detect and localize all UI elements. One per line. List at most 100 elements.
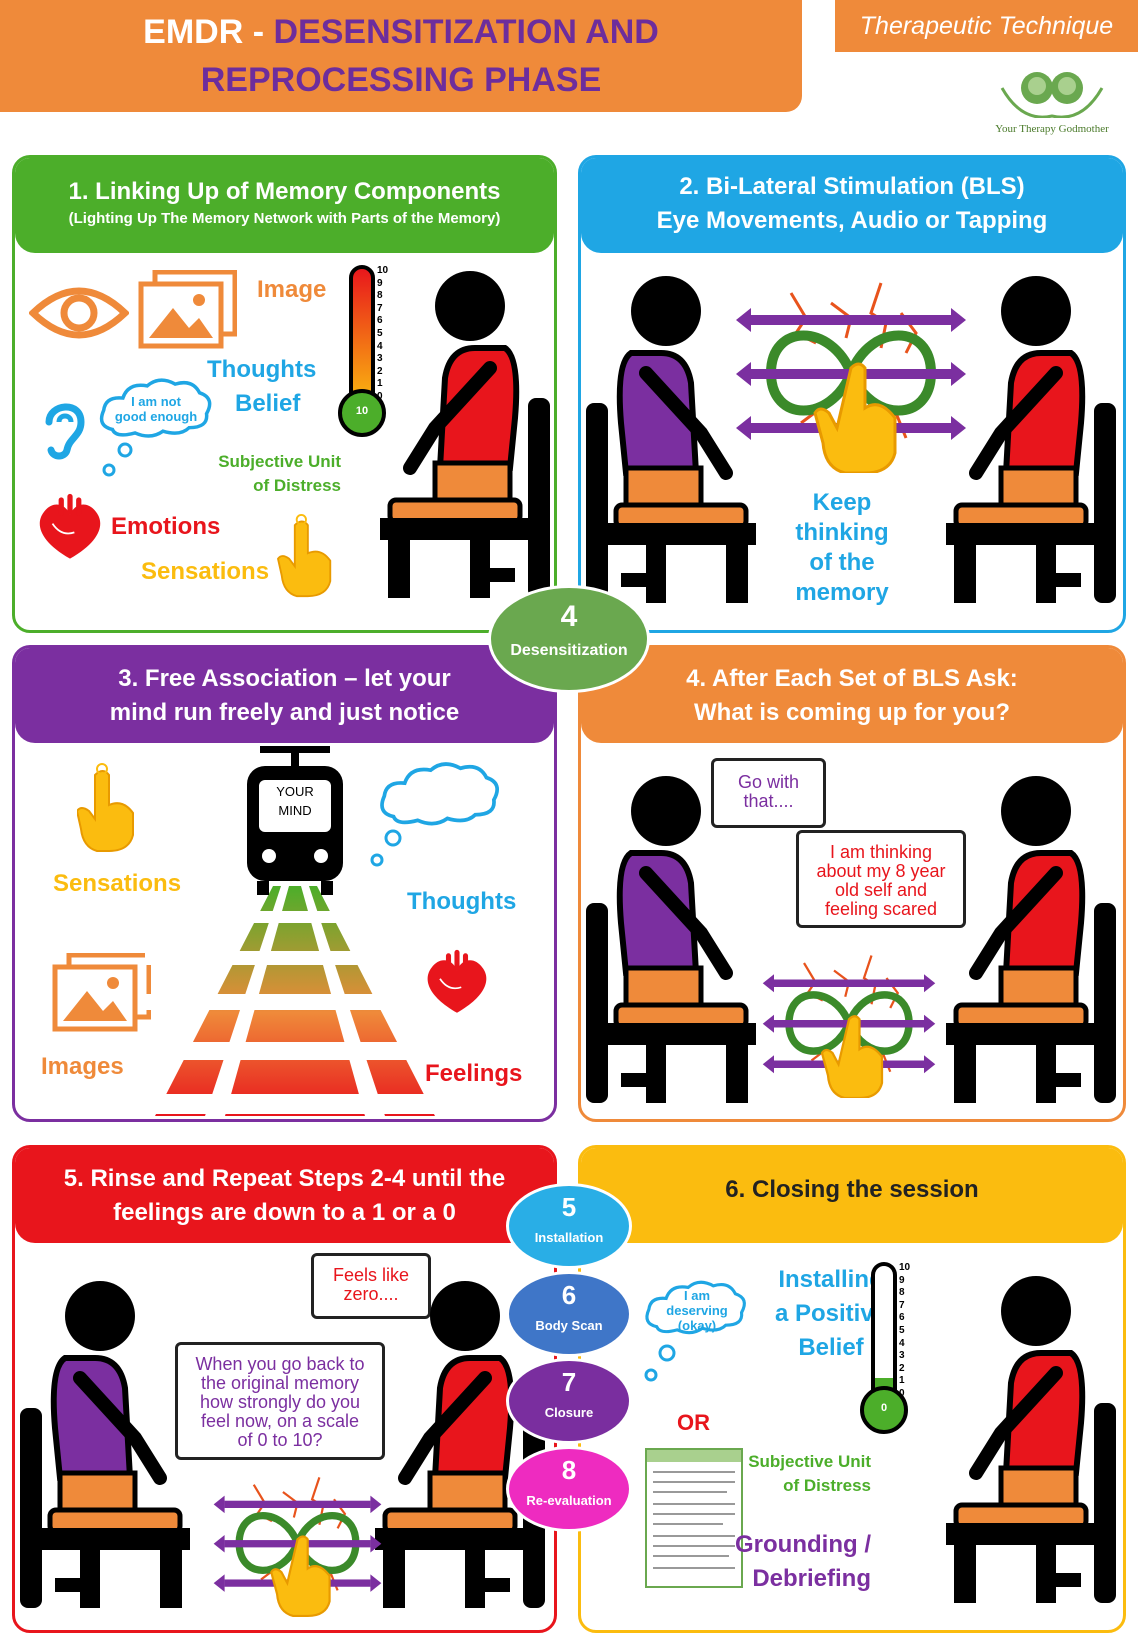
scale-tick: 9 xyxy=(899,1274,905,1286)
page-title: EMDR - DESENSITIZATION AND REPROCESSING … xyxy=(0,0,802,112)
panel-header: 6. Closing the session xyxy=(581,1148,1123,1243)
scale-tick: 7 xyxy=(377,302,383,314)
images-icon xyxy=(51,953,151,1033)
scale-tick: 5 xyxy=(899,1324,905,1336)
phase-label: Closure xyxy=(544,1405,594,1420)
eye-icon xyxy=(29,287,129,339)
image-label: Image xyxy=(257,276,327,303)
scale-tick: 4 xyxy=(899,1337,905,1349)
phase-label: Re-evaluation xyxy=(526,1493,612,1508)
finger-icon xyxy=(277,514,335,598)
panel-linking-up: 1. Linking Up of Memory Components (Ligh… xyxy=(12,155,557,633)
scale-tick: 10 xyxy=(899,1262,911,1273)
belief-label: Belief xyxy=(235,390,301,417)
heart-icon xyxy=(35,493,105,563)
scale-tick: 6 xyxy=(377,315,383,327)
scale-tick: 0 xyxy=(377,390,383,402)
grounding-document xyxy=(645,1448,743,1588)
thermometer-bulb-value: 0 xyxy=(880,1402,888,1414)
thermometer-icon xyxy=(338,265,386,437)
ear-icon xyxy=(45,403,85,460)
scale-tick: 9 xyxy=(377,277,383,289)
panel-header: 1. Linking Up of Memory Components (Ligh… xyxy=(15,158,554,253)
feelings-label: Feelings xyxy=(425,1060,523,1087)
scale-tick: 2 xyxy=(377,365,383,377)
thought-cloud-icon xyxy=(375,758,505,838)
panel-bls: 2. Bi-Lateral Stimulation (BLS) Eye Move… xyxy=(578,155,1126,633)
phase-label: Installation xyxy=(534,1230,604,1245)
scale-tick: 6 xyxy=(899,1312,905,1324)
scale-tick: 7 xyxy=(899,1299,905,1311)
thermometer-icon xyxy=(860,1262,908,1434)
scale-tick: 0 xyxy=(899,1387,905,1399)
panel-header: 3. Free Association – let your mind run … xyxy=(15,648,554,743)
client-figure xyxy=(916,1273,1116,1603)
scale-tick: 3 xyxy=(377,353,383,365)
scale-tick: 8 xyxy=(377,290,383,302)
phase-label: Body Scan xyxy=(535,1318,603,1333)
phase-number: 6 xyxy=(561,1280,577,1310)
document-lines-icon xyxy=(653,1471,735,1569)
heart-icon xyxy=(423,948,491,1018)
phase-number: 8 xyxy=(561,1455,577,1485)
desensitization-badge: 4 Desensitization xyxy=(488,585,650,693)
thoughts-label: Thoughts xyxy=(207,356,317,383)
train-track-graphic xyxy=(145,746,445,1116)
panel-title: 1. Linking Up of Memory Components xyxy=(68,178,501,205)
thought-dots xyxy=(102,442,133,477)
sensations-label: Sensations xyxy=(141,558,270,585)
bls-eye-movement-graphic xyxy=(759,948,939,1098)
image-icon xyxy=(137,270,237,350)
panel-header: 5. Rinse and Repeat Steps 2-4 until the … xyxy=(15,1148,554,1243)
finger-icon xyxy=(77,763,137,853)
client-figure xyxy=(350,268,550,598)
panel-header: 4. After Each Set of BLS Ask: What is co… xyxy=(581,648,1123,743)
client-figure xyxy=(916,273,1116,603)
panel-rinse-repeat: 5. Rinse and Repeat Steps 2-4 until the … xyxy=(12,1145,557,1633)
thermometer-bulb-value: 10 xyxy=(355,405,369,417)
scale-tick: 1 xyxy=(899,1375,905,1387)
client-figure xyxy=(916,773,1116,1103)
panel-subtitle: (Lighting Up The Memory Network with Par… xyxy=(68,210,501,227)
scale-tick: 2 xyxy=(899,1362,905,1374)
phase-number: 7 xyxy=(561,1367,577,1397)
scale-tick: 10 xyxy=(377,265,389,276)
panel-title: 6. Closing the session xyxy=(725,1176,979,1203)
scale-tick: 8 xyxy=(899,1287,905,1299)
logo-text: Your Therapy Godmother xyxy=(995,123,1109,135)
scale-tick: 5 xyxy=(377,327,383,339)
phase-number: 5 xyxy=(561,1192,577,1222)
scale-tick: 4 xyxy=(377,340,383,352)
scale-tick: 1 xyxy=(377,378,383,390)
or-label: OR xyxy=(677,1410,710,1435)
thoughts-label: Thoughts xyxy=(407,888,517,915)
logo: Your Therapy Godmother xyxy=(982,68,1122,138)
emotions-label: Emotions xyxy=(111,513,221,540)
thought-dots xyxy=(370,829,402,867)
thought-dots xyxy=(644,1344,676,1382)
panel-header: 2. Bi-Lateral Stimulation (BLS) Eye Move… xyxy=(581,158,1123,253)
panel-free-association: 3. Free Association – let your mind run … xyxy=(12,645,557,1122)
logo-icon xyxy=(1000,72,1104,119)
grounding-label: Grounding /Debriefing xyxy=(735,1531,871,1592)
sensations-label: Sensations xyxy=(53,870,182,897)
panel-after-bls: 4. After Each Set of BLS Ask: What is co… xyxy=(578,645,1126,1122)
